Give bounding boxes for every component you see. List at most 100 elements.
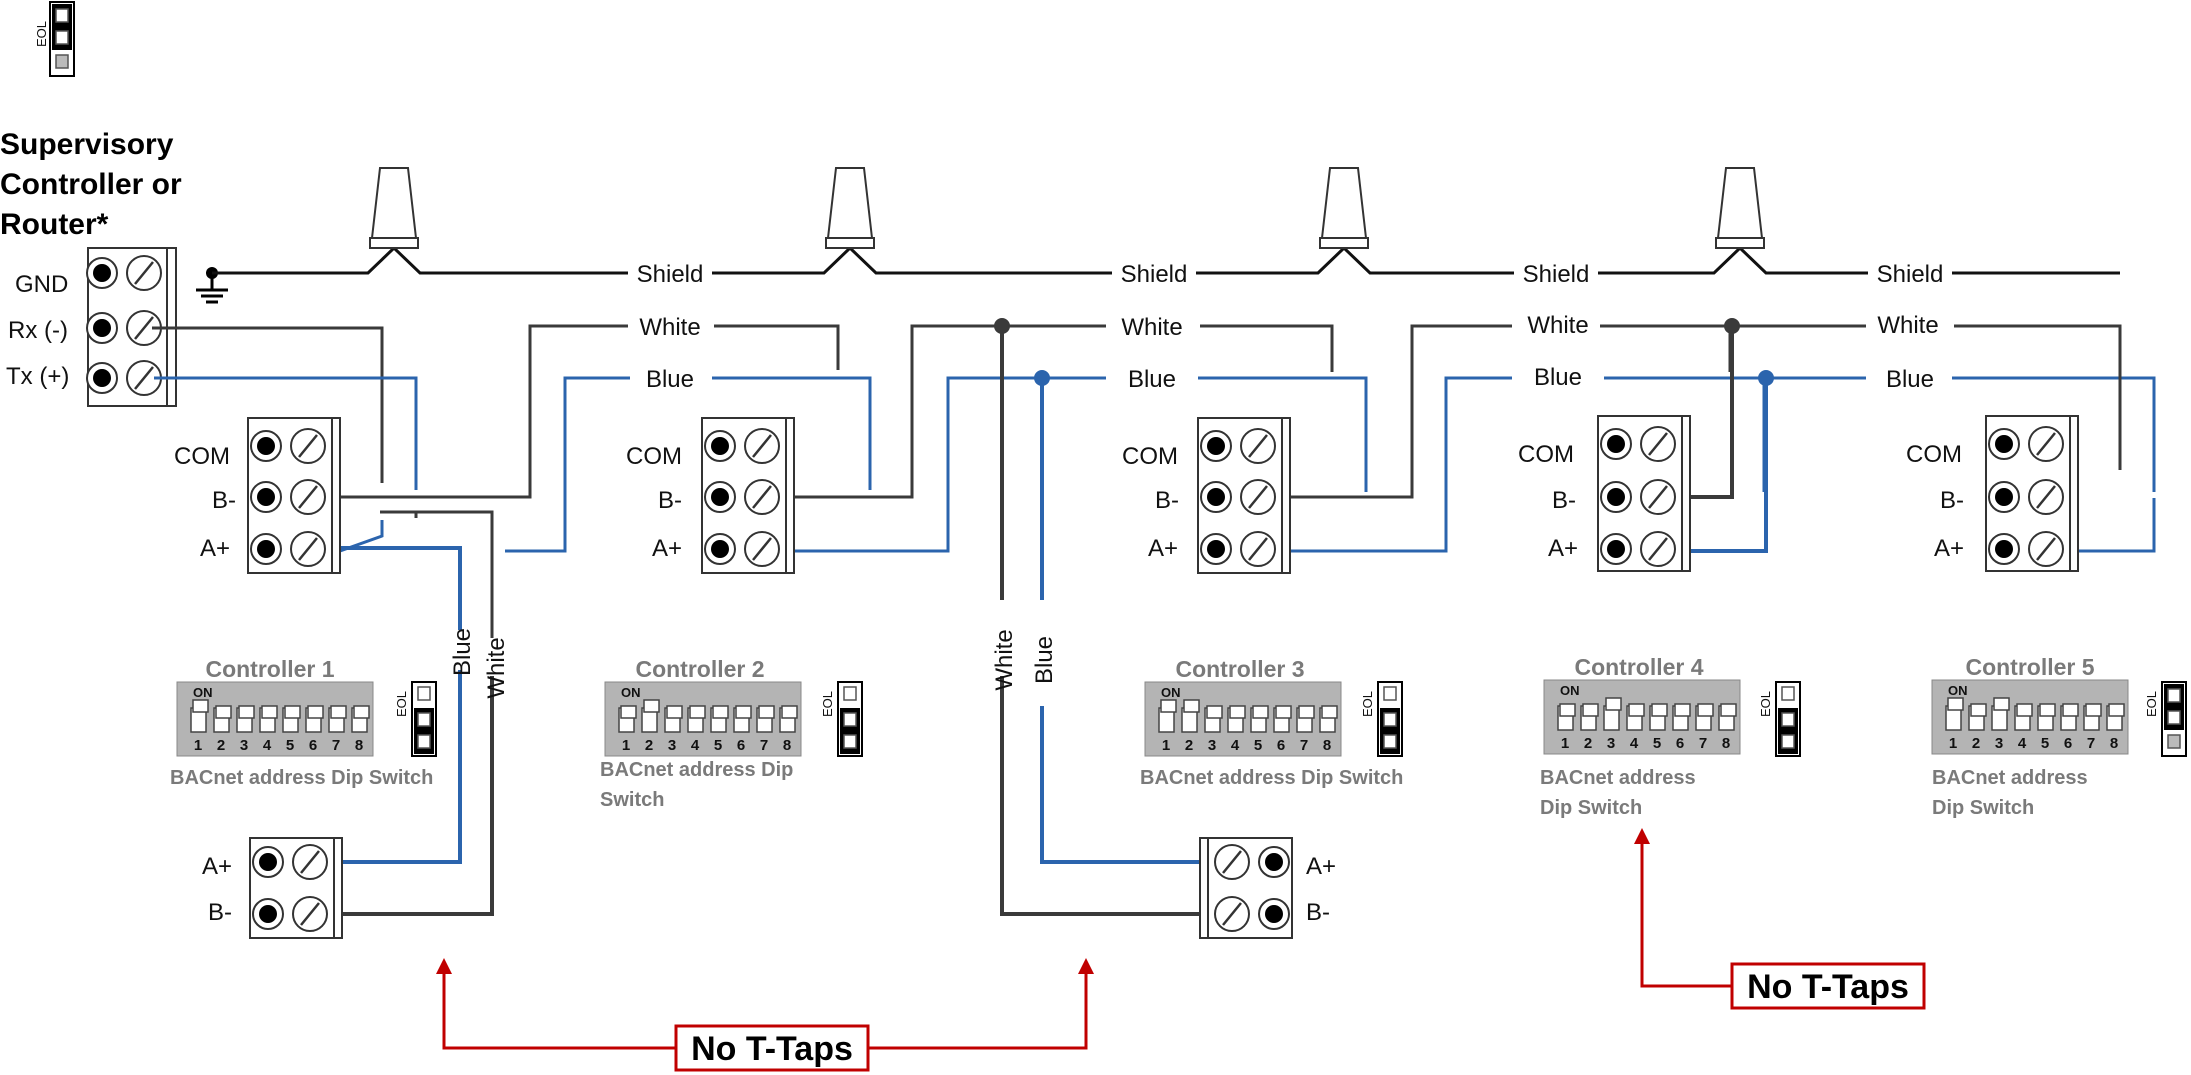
dip-switch-7[interactable] [756,705,775,733]
dip-switch-8[interactable] [1718,703,1737,731]
dip-switch-5[interactable] [282,705,301,733]
dip-number-4: 4 [2018,735,2027,752]
controller-2-subtitle-line-1: BACnet address Dip [600,759,793,781]
shield-label-1: Shield [637,261,704,288]
stub-left-b-label: B- [208,899,232,926]
controller-1-eol-label: EOL [394,691,409,717]
stub-right-b-label: B- [1306,899,1330,926]
controller-3-subtitle-line-1: BACnet address Dip Switch [1140,767,1403,789]
dip-switch-2[interactable] [641,699,660,733]
supervisory-title-line-2: Controller or [0,168,182,201]
blue-label-1: Blue [646,366,694,393]
dip-switch-5[interactable] [2037,703,2056,731]
dip-number-4: 4 [263,737,272,754]
dip-switch-7[interactable] [328,705,347,733]
dip-switch-2[interactable] [213,705,232,733]
dip-switch-3[interactable] [1204,705,1223,733]
dip-number-1: 1 [622,737,630,754]
shield-label-3: Shield [1523,261,1590,288]
dip-number-2: 2 [1185,737,1193,754]
stub-left-a-label: A+ [202,853,232,880]
white-label-3: White [1527,312,1588,339]
controller-2-eol-jumper[interactable] [837,681,863,757]
blue-label-3: Blue [1534,364,1582,391]
c2-b-label: B- [658,487,682,514]
controller-4-eol-jumper[interactable] [1775,681,1801,757]
dip-switch-8[interactable] [1319,705,1338,733]
controller-5-eol-label: EOL [2144,691,2159,717]
eol-legend-label: EOL [34,21,49,47]
dip-number-2: 2 [1584,735,1592,752]
dip-on-label: ON [1948,683,1968,698]
dip-switch-7[interactable] [1296,705,1315,733]
dip-number-8: 8 [1722,735,1730,752]
dip-switch-1[interactable] [1945,697,1964,731]
dip-number-2: 2 [1972,735,1980,752]
dip-number-6: 6 [1277,737,1285,754]
dip-switch-3[interactable] [236,705,255,733]
controller-3-eol-label: EOL [1360,691,1375,717]
dip-number-2: 2 [645,737,653,754]
c5-a-label: A+ [1934,535,1964,562]
no-t-taps-callout-2: No T-Taps [1634,828,1926,1010]
dip-switch-6[interactable] [1273,705,1292,733]
controller-5-eol-jumper[interactable] [2161,681,2187,757]
dip-number-5: 5 [714,737,722,754]
c3-b-label: B- [1155,487,1179,514]
dip-on-label: ON [193,685,213,700]
no-t-taps-label-1: No T-Taps [691,1030,853,1068]
dip-switch-6[interactable] [305,705,324,733]
dip-switch-4[interactable] [2014,703,2033,731]
white-label-2: White [1121,314,1182,341]
dip-switch-8[interactable] [779,705,798,733]
dip-switch-3[interactable] [664,705,683,733]
dip-switch-4[interactable] [259,705,278,733]
blue-stub-label-2: Blue [1031,636,1058,684]
dip-switch-4[interactable] [687,705,706,733]
dip-switch-2[interactable] [1181,699,1200,733]
controller-3-eol-jumper[interactable] [1377,681,1403,757]
dip-switch-7[interactable] [2083,703,2102,731]
dip-switch-3[interactable] [1603,697,1622,731]
dip-switch-5[interactable] [1649,703,1668,731]
dip-switch-1[interactable] [618,705,637,733]
dip-number-6: 6 [737,737,745,754]
dip-switch-1[interactable] [190,699,209,733]
dip-number-6: 6 [1676,735,1684,752]
dip-switch-6[interactable] [2060,703,2079,731]
dip-switch-8[interactable] [2106,703,2125,731]
dip-switch-6[interactable] [1672,703,1691,731]
controller-1-eol-jumper[interactable] [411,681,437,757]
dip-number-5: 5 [2041,735,2049,752]
dip-number-5: 5 [286,737,294,754]
supervisory-title-line-1: Supervisory [0,128,174,161]
dip-switch-5[interactable] [1250,705,1269,733]
controller-4-eol-label: EOL [1758,691,1773,717]
controller-4-subtitle-line-2: Dip Switch [1540,797,1642,819]
dip-switch-1[interactable] [1557,703,1576,731]
supervisory-terminal-block: GND Rx (-) Tx (+) [6,247,177,407]
dip-switch-8[interactable] [351,705,370,733]
controller-3-title: Controller 3 [1175,656,1304,682]
controller-1-subtitle-line-1: BACnet address Dip Switch [170,767,433,789]
controller-4-subtitle-line-1: BACnet address [1540,767,1696,789]
dip-switch-5[interactable] [710,705,729,733]
c5-com-label: COM [1906,441,1962,468]
c2-com-label: COM [626,443,682,470]
dip-number-1: 1 [1162,737,1170,754]
dip-switch-1[interactable] [1158,699,1177,733]
dip-switch-2[interactable] [1580,703,1599,731]
dip-switch-3[interactable] [1991,697,2010,731]
dip-switch-2[interactable] [1968,703,1987,731]
dip-switch-4[interactable] [1227,705,1246,733]
c1-com-label: COM [174,443,230,470]
dip-number-7: 7 [332,737,340,754]
c4-a-label: A+ [1548,535,1578,562]
blue-label-4: Blue [1886,366,1934,393]
dip-switch-6[interactable] [733,705,752,733]
dip-switch-7[interactable] [1695,703,1714,731]
controller-4-terminals: COM B- A+ [1518,415,1691,572]
dip-switch-4[interactable] [1626,703,1645,731]
